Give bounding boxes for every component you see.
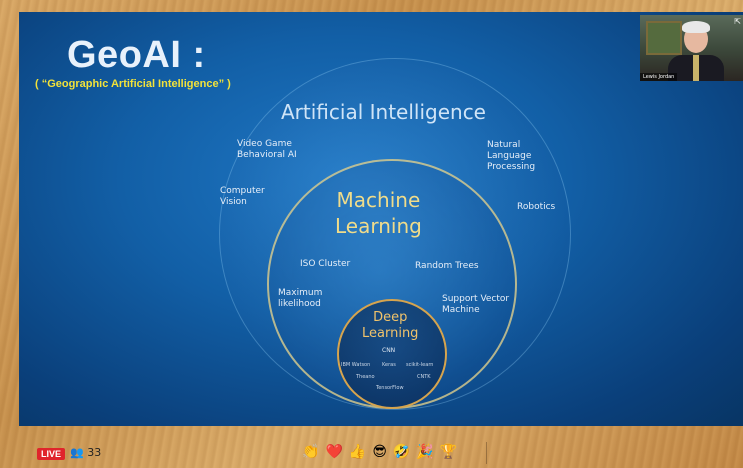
live-badge: LIVE bbox=[37, 448, 66, 460]
heart-reaction-button[interactable]: ❤️ bbox=[325, 444, 349, 460]
ml-item-random-trees: Random Trees bbox=[415, 261, 479, 271]
reaction-bar: 👏❤️👍😎🤣🎉🏆 bbox=[302, 444, 463, 460]
dl-item-theano: Theano bbox=[356, 374, 375, 380]
expand-icon[interactable]: ⇱ bbox=[734, 17, 741, 26]
dl-item-ibm-watson: IBM Watson bbox=[341, 362, 371, 368]
slide-title: GeoAI : bbox=[67, 34, 206, 76]
ai-title: Artificial Intelligence bbox=[281, 100, 486, 124]
background-painting bbox=[646, 21, 682, 55]
party-reaction-button[interactable]: 🎉 bbox=[416, 444, 440, 460]
presenter-tie bbox=[693, 55, 699, 81]
dl-item-cnn: CNN bbox=[382, 347, 396, 354]
laugh-reaction-button[interactable]: 🤣 bbox=[392, 444, 417, 460]
ai-item-nlp: Natural Language Processing bbox=[487, 140, 536, 172]
dl-circle bbox=[337, 299, 447, 409]
dl-item-scikit-learn: scikit-learn bbox=[406, 362, 434, 368]
dl-item-keras: Keras bbox=[382, 362, 396, 368]
presenter-webcam[interactable]: ⇱ Lewis Jordan bbox=[640, 15, 743, 81]
viewers-icon: 👥 bbox=[70, 446, 84, 459]
ml-item-maximum-likelihood: Maximum likelihood bbox=[278, 288, 323, 309]
presentation-slide: GeoAI : ( “Geographic Artificial Intelli… bbox=[19, 12, 743, 426]
dl-title: Deep Learning bbox=[362, 310, 419, 341]
ai-item-video-game: Video Game Behavioral AI bbox=[237, 139, 297, 160]
thumbs-up-reaction-button[interactable]: 👍 bbox=[348, 444, 373, 460]
ai-item-computer-vision: Computer Vision bbox=[220, 186, 265, 207]
ml-title: Machine Learning bbox=[335, 188, 422, 238]
ml-item-svm: Support Vector Machine bbox=[442, 294, 510, 315]
viewer-count-value: 33 bbox=[87, 446, 102, 459]
presenter-name: Lewis Jordan bbox=[640, 73, 678, 81]
trophy-reaction-button[interactable]: 🏆 bbox=[439, 444, 464, 460]
dl-item-tensorflow: TensorFlow bbox=[376, 385, 404, 391]
presenter-hair bbox=[682, 21, 710, 33]
divider bbox=[486, 442, 487, 464]
slide-subtitle: ( “Geographic Artificial Intelligence” ) bbox=[35, 78, 231, 90]
ai-item-robotics: Robotics bbox=[517, 202, 556, 212]
viewer-count: 👥 33 bbox=[70, 446, 101, 459]
ml-item-iso-cluster: ISO Cluster bbox=[300, 259, 351, 269]
dl-item-cntk: CNTK bbox=[417, 374, 431, 380]
clap-reaction-button[interactable]: 👏 bbox=[302, 444, 326, 460]
cool-reaction-button[interactable]: 😎 bbox=[372, 444, 393, 460]
